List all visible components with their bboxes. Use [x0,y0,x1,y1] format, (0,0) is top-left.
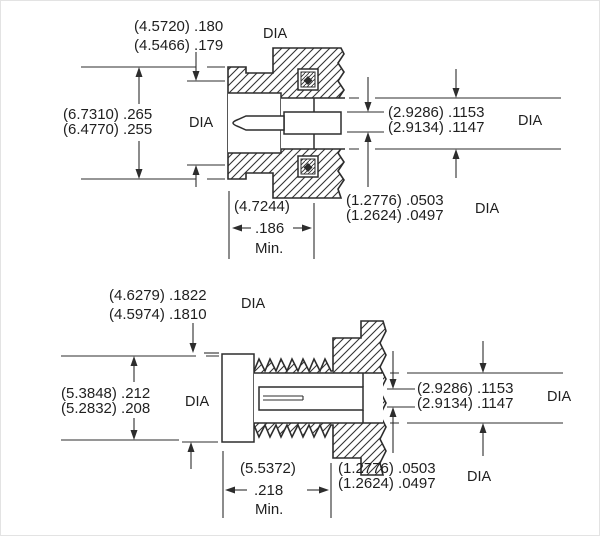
male-front-dia-row2: (4.5466) .179 [134,37,223,54]
female-thread-dia-dimension: (4.6279) .1822 DIA (4.5974) .1810 [109,287,266,469]
male-outer-dia-row1: (6.7310) .265 [63,106,152,123]
seal-dot-icon [303,76,313,85]
male-front-dia-suffix: DIA [263,26,288,42]
female-depth-row3: Min. [255,501,283,518]
male-bore-dia-row1: (2.9286) .1153 [388,104,484,121]
male-center-pin [232,115,285,131]
female-pin-dia-dimension: (1.2776) .0503 DIA (1.2624) .0497 [338,351,492,492]
male-pin-dia-suffix: DIA [475,201,500,217]
male-seal-bottom [297,155,319,178]
female-contact-slot [263,395,304,401]
male-depth-row3: Min. [255,240,283,257]
female-pin-dia-row1: (1.2776) .0503 [338,460,436,477]
male-outer-dia-row2: (6.4770) .255 [63,121,152,138]
female-bore-dia-row1: (2.9286) .1153 [417,380,513,397]
female-connector-diagram: (4.6279) .1822 DIA (4.5974) .1810 (5.384… [61,287,572,518]
female-bore-dia-suffix: DIA [547,389,572,405]
female-depth-row1: (5.5372) [240,460,296,477]
female-thread-dia-row1: (4.6279) .1822 [109,287,207,304]
male-pin-dia-row2: (1.2624) .0497 [346,207,444,224]
female-thread-dia-suffix: DIA [241,296,266,312]
female-depth-dimension: (5.5372) .218 Min. [222,451,332,518]
seal-dot-icon [303,163,313,172]
male-outer-dia-suffix: DIA [189,115,214,131]
male-depth-row1: (4.7244) [234,198,290,215]
male-bore-dia-suffix: DIA [518,113,543,129]
male-bore-dia-dimension: (2.9286) .1153 DIA (2.9134) .1147 [347,69,561,178]
female-front-flange [221,353,255,443]
male-connector-diagram: (4.5720) .180 DIA (4.5466) .179 (6.7310)… [63,18,561,259]
male-bore-dia-row2: (2.9134) .1147 [388,119,484,136]
male-front-dia-row1: (4.5720) .180 [134,18,223,35]
female-outer-dia-dimension: (5.3848) .212 DIA (5.2832) .208 [61,355,219,441]
female-outer-dia-suffix: DIA [185,394,210,410]
female-thread-dia-row2: (4.5974) .1810 [109,306,207,323]
female-bore-dia-row2: (2.9134) .1147 [417,395,513,412]
male-depth-row2: .186 [255,220,284,237]
female-bore-dia-dimension: (2.9286) .1153 DIA (2.9134) .1147 [387,341,572,456]
female-depth-row2: .218 [254,482,283,499]
female-outer-dia-row1: (5.3848) .212 [61,385,150,402]
male-seal-top [297,68,319,91]
male-pin-dia-row1: (1.2776) .0503 [346,192,444,209]
female-outer-dia-row2: (5.2832) .208 [61,400,150,417]
male-outer-dia-dimension: (6.7310) .265 DIA (6.4770) .255 [63,66,225,180]
male-front-dia-dimension: (4.5720) .180 DIA (4.5466) .179 [134,18,288,187]
male-depth-dimension: (4.7244) .186 Min. [228,191,315,259]
female-pin-dia-row2: (1.2624) .0497 [338,475,436,492]
female-pin-dia-suffix: DIA [467,469,492,485]
female-contact [258,386,364,411]
male-pin-dia-dimension: (1.2776) .0503 DIA (1.2624) .0497 [346,77,500,224]
male-contact-holder [283,111,342,135]
